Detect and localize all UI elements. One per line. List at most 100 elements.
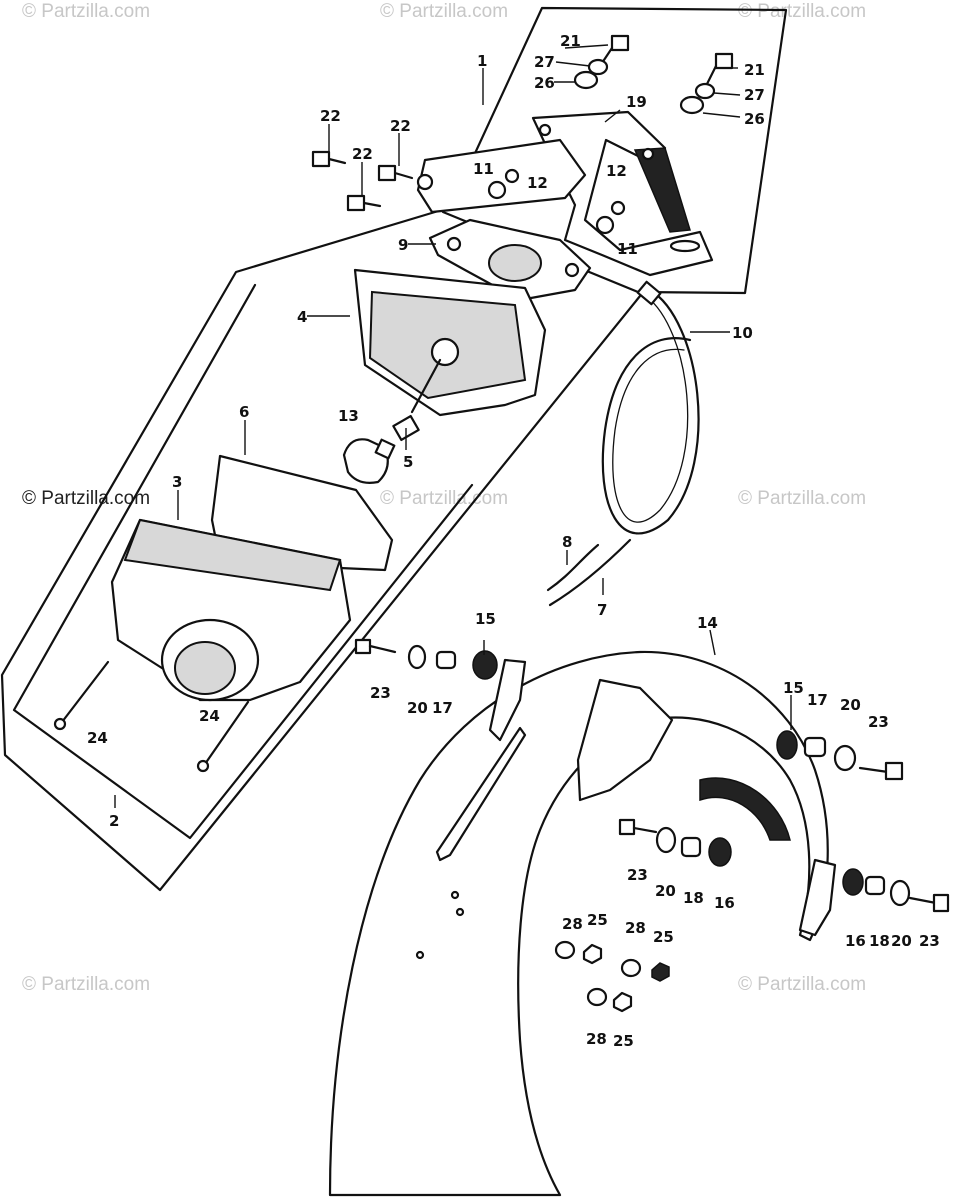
bolt-22-a: [311, 150, 331, 168]
callout-numbers: 1 2 3 4 5 6 7 8 9 10 11 11 12 12 13 14 1…: [87, 32, 940, 1050]
watermark-top-left: © Partzilla.com: [22, 1, 150, 22]
callout-1: 1: [477, 52, 487, 70]
watermark-mid-right: © Partzilla.com: [738, 488, 866, 509]
bracket-hole-left: [538, 123, 552, 137]
callout-2: 2: [109, 812, 119, 830]
lens-top-face: [123, 518, 342, 592]
fender-fasteners: [354, 638, 950, 1013]
callout-18-b: 18: [869, 932, 890, 950]
washer-20-c: [655, 826, 677, 854]
rear-fender: [328, 650, 837, 1197]
callout-12-b: 12: [606, 162, 627, 180]
bolt-22-b-shaft: [393, 171, 414, 180]
leader-14: [709, 629, 716, 656]
leader-19: [604, 109, 621, 123]
callout-24-a: 24: [87, 729, 108, 747]
collar-17-b: [803, 736, 827, 758]
collar-17-a: [435, 650, 457, 670]
watermark-mid-center: © Partzilla.com: [380, 488, 508, 509]
callout-26-b: 26: [744, 110, 765, 128]
bracket-hole-right: [641, 147, 655, 161]
grommet-12-right: [610, 200, 626, 216]
callout-28-a: 28: [562, 915, 583, 933]
bolt-23-b: [884, 761, 904, 781]
callout-28-c: 28: [586, 1030, 607, 1048]
bolt-23-c: [618, 818, 636, 836]
callout-22-a: 22: [320, 107, 341, 125]
callout-22-b: 22: [390, 117, 411, 135]
taillight-inner-outline: [12, 283, 474, 840]
callout-24-b: 24: [199, 707, 220, 725]
grommet-12-left: [504, 168, 520, 184]
leader-27b: [713, 92, 741, 96]
lamp-housing: [353, 268, 547, 417]
washer-28-c: [586, 987, 608, 1007]
fender-shell: [328, 650, 829, 1197]
nut-25-a: [582, 943, 603, 965]
callout-11-a: 11: [473, 160, 494, 178]
bolt-23-c-shaft: [632, 826, 658, 834]
washer-27-b: [694, 82, 716, 100]
socket-stem: [410, 358, 442, 414]
wire-harness: [546, 280, 700, 607]
wire-coil-outer: [601, 288, 700, 535]
screw-24-right-head: [196, 759, 210, 773]
callout-11-b: 11: [617, 240, 638, 258]
license-bracket: [531, 110, 714, 277]
taillight-lens: [110, 518, 352, 702]
callout-4: 4: [297, 308, 307, 326]
callout-26-a: 26: [534, 74, 555, 92]
callout-10: 10: [732, 324, 753, 342]
bolt-21-b-shaft: [704, 64, 718, 88]
bolt-22-c-shaft: [362, 201, 382, 208]
fender-inner-shadow: [699, 777, 791, 841]
washer-27-a: [587, 58, 609, 76]
wire-coil-inner: [612, 295, 689, 523]
wire-lead-8: [546, 543, 600, 592]
license-bracket-shadow: [633, 147, 691, 233]
base-hole-right: [564, 262, 580, 278]
leader-lines: [114, 44, 792, 808]
callout-13: 13: [338, 407, 359, 425]
callout-15-b: 15: [783, 679, 804, 697]
bolt-23-d: [932, 893, 950, 913]
bracket-slot: [669, 239, 701, 253]
bolt-22-c: [346, 194, 366, 212]
screw-24-right: [203, 700, 250, 766]
bulb-assembly: [342, 414, 420, 484]
fender-front-bracket: [488, 658, 527, 742]
washer-20-a: [407, 644, 427, 670]
leader-26b: [702, 112, 741, 118]
bolt-21-a: [610, 34, 630, 52]
callout-19: 19: [626, 93, 647, 111]
bolt-22-a-shaft: [327, 157, 347, 165]
watermark-mid-left: © Partzilla.com: [22, 488, 150, 509]
callout-23-b: 23: [868, 713, 889, 731]
washer-26-a: [573, 70, 599, 90]
callout-25-c: 25: [613, 1032, 634, 1050]
callout-15-a: 15: [475, 610, 496, 628]
callout-7: 7: [597, 601, 607, 619]
fender-top-bracket: [576, 678, 674, 802]
callout-23-d: 23: [919, 932, 940, 950]
grommet-11-right: [595, 215, 615, 235]
callout-3: 3: [172, 473, 182, 491]
screw-24-left: [60, 660, 110, 724]
watermark-bottom-left: © Partzilla.com: [22, 974, 150, 995]
grommet-15-a: [472, 650, 498, 680]
callout-21-a: 21: [560, 32, 581, 50]
leader-27a: [555, 61, 591, 67]
washer-20-b: [833, 744, 857, 772]
grommet-16-b: [842, 868, 864, 896]
callout-21-b: 21: [744, 61, 765, 79]
bolt-23-d-shaft: [908, 896, 938, 905]
washer-20-d: [889, 879, 911, 907]
callout-20-c: 20: [655, 882, 676, 900]
callout-9: 9: [398, 236, 408, 254]
screw-24-left-head: [53, 717, 67, 731]
bolt-23-b-shaft: [858, 766, 890, 774]
callout-8: 8: [562, 533, 572, 551]
wire-lead-7: [548, 538, 632, 607]
fender-hole-1: [450, 890, 460, 900]
